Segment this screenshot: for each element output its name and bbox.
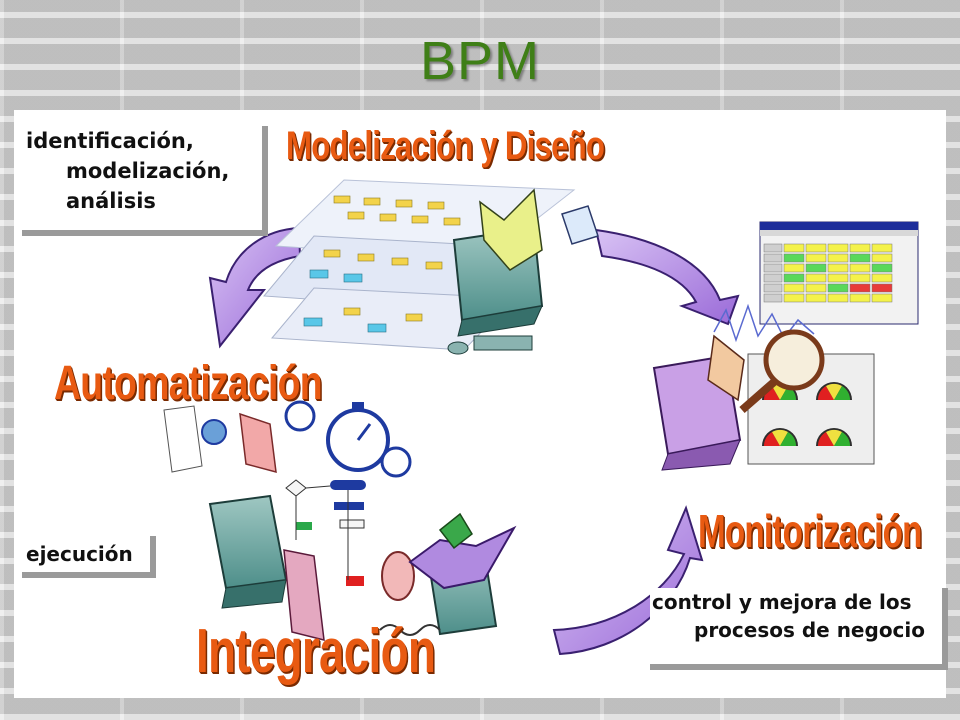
- cycle-arrow-icon: [594, 228, 740, 326]
- execution-note: ejecución: [22, 536, 156, 578]
- stage-monitorizacion: Monitorización: [698, 505, 922, 557]
- note-line: análisis: [66, 189, 156, 213]
- note-line: control y mejora de los: [652, 590, 912, 614]
- cycle-arrow-icon: [208, 226, 302, 349]
- flowchart-icon: [285, 479, 366, 586]
- note-line: procesos de negocio: [694, 618, 926, 642]
- workstation-icon: [447, 188, 599, 355]
- diagram-artwork: [163, 179, 919, 656]
- stage-automatizacion: Automatización: [54, 357, 323, 410]
- note-line: modelización,: [66, 159, 230, 183]
- stopwatch-icon: [163, 400, 412, 478]
- stage-modelizacion: Modelización y Diseño: [286, 124, 605, 168]
- cycle-arrow-icon: [552, 505, 704, 656]
- workstation-icon: [208, 494, 415, 641]
- control-note: control y mejora de los procesos de nego…: [650, 588, 948, 670]
- workstation-icon: [379, 512, 517, 636]
- dashboard-table-icon: [713, 221, 919, 343]
- bpm-cycle-diagram: identificación, modelización, análisis e…: [14, 110, 948, 698]
- note-line: identificación,: [26, 129, 194, 153]
- magnifier-icon: [652, 329, 825, 471]
- stage-integracion: Integración: [196, 617, 436, 686]
- identification-note: identificación, modelización, análisis: [22, 126, 268, 236]
- slide-title: BPM: [419, 31, 541, 91]
